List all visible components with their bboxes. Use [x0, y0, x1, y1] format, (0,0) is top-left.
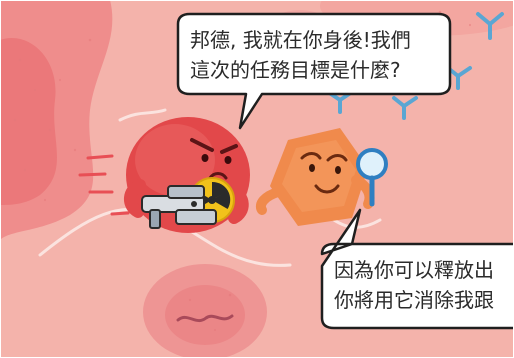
- speech-bubble-bottom: 因為你可以釋放出 你將用它消除我跟: [320, 208, 514, 330]
- speech-bubble-top: 邦德, 我就在你身後!我們 這次的任務目標是什麼?: [176, 12, 452, 130]
- flow-line-3: [118, 108, 167, 122]
- bubble-top-line-1: 邦德, 我就在你身後!我們: [190, 28, 411, 52]
- magnifier-icon: [356, 148, 388, 207]
- bubble-bottom-line-2: 你將用它消除我跟: [334, 288, 494, 312]
- bubble-bottom-line-1: 因為你可以釋放出: [334, 258, 494, 282]
- orange-cell-character: [255, 128, 375, 226]
- motion-lines: [78, 154, 130, 216]
- bottom-cell-core: [165, 285, 245, 345]
- bubble-top-line-2: 這次的任務目標是什麼?: [190, 58, 401, 82]
- blaster-icon: [141, 185, 217, 229]
- bottom-cell-squiggle: [176, 314, 234, 323]
- left-tissue-blob-dark: [0, 38, 57, 205]
